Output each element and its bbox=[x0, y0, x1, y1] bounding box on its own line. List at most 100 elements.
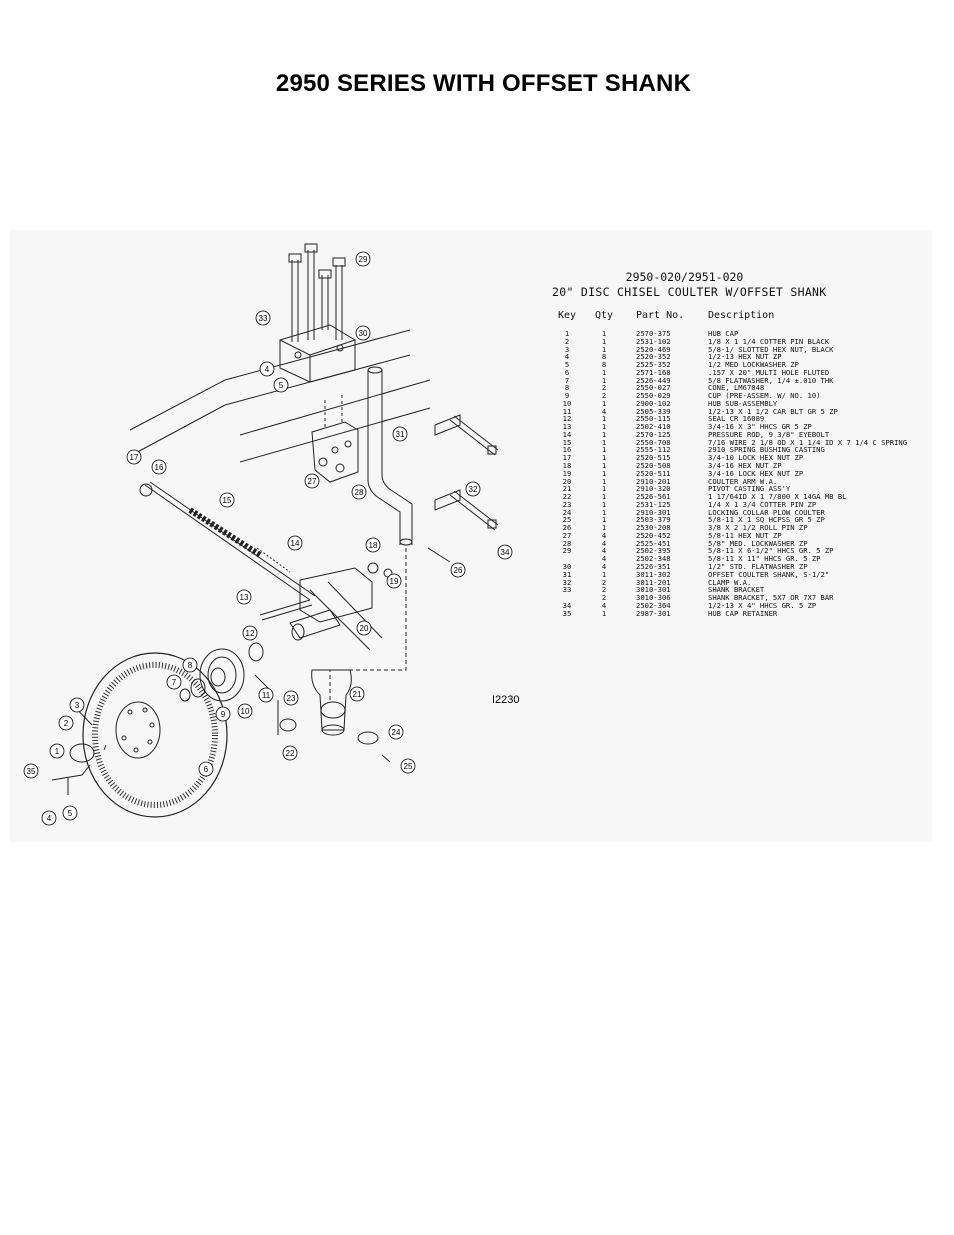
row-part-no: 2555-112 bbox=[636, 445, 671, 455]
row-part-no: 2531-125 bbox=[636, 499, 671, 509]
row-description: 3/4-16 LOCK HEX NUT ZP bbox=[708, 468, 804, 478]
row-description: 7/16 WIRE 2 1/8 OD X 1 1/4 ID X 7 1/4 C … bbox=[708, 437, 908, 447]
svg-text:11: 11 bbox=[262, 691, 271, 700]
svg-text:29: 29 bbox=[359, 255, 368, 264]
row-key: 4 bbox=[564, 352, 570, 362]
row-description: 1/2-13 X 1 1/2 CAR BLT GR 5 ZP bbox=[708, 406, 838, 416]
row-part-no: 2526-561 bbox=[636, 492, 671, 502]
row-key: 6 bbox=[564, 367, 570, 377]
callout-14: 14 bbox=[287, 535, 303, 551]
row-key: 21 bbox=[562, 484, 572, 494]
row-key: 32 bbox=[562, 577, 572, 587]
row-key: 14 bbox=[562, 429, 572, 439]
row-description: CLAMP W.A. bbox=[708, 577, 752, 587]
row-description: 5/8-11 X 6-1/2" HHCS GR. 5 ZP bbox=[708, 546, 834, 556]
row-part-no: 2502-410 bbox=[636, 422, 671, 432]
row-part-no: 3010-306 bbox=[636, 593, 671, 603]
row-part-no: 2550-029 bbox=[636, 391, 671, 401]
row-key: 7 bbox=[564, 375, 570, 385]
svg-text:5: 5 bbox=[279, 381, 284, 390]
row-key: 15 bbox=[562, 437, 572, 447]
row-description: 3/4-16 X 3" HHCS GR 5 ZP bbox=[708, 422, 812, 432]
row-qty: 1 bbox=[601, 429, 607, 439]
row-key: 17 bbox=[562, 453, 572, 463]
row-part-no: 2525-352 bbox=[636, 360, 671, 370]
row-key: 11 bbox=[562, 406, 572, 416]
svg-text:9: 9 bbox=[221, 710, 226, 719]
callout-32: 32 bbox=[465, 481, 481, 497]
row-description: PIVOT CASTING ASS'Y bbox=[708, 484, 791, 494]
svg-text:26: 26 bbox=[454, 566, 463, 575]
row-description: 5/8-11 X 11" HHCS GR. 5 ZP bbox=[708, 554, 821, 564]
row-key: 18 bbox=[562, 461, 572, 471]
svg-text:32: 32 bbox=[469, 485, 478, 494]
callout-5-upper: 5 bbox=[273, 377, 289, 393]
row-key: 22 bbox=[562, 492, 572, 502]
row-qty: 1 bbox=[601, 329, 607, 338]
row-description: LOCKING COLLAR PLOW COULTER bbox=[708, 507, 825, 517]
row-part-no: 2505-339 bbox=[636, 406, 671, 416]
row-part-no: 2910-201 bbox=[636, 476, 671, 486]
callout-16: 16 bbox=[151, 459, 167, 475]
row-description: 2910 SPRING BUSHING CASTING bbox=[708, 445, 825, 455]
row-qty: 2 bbox=[601, 593, 607, 603]
row-part-no: 2550-027 bbox=[636, 383, 671, 393]
svg-text:10: 10 bbox=[241, 707, 250, 716]
row-qty: 4 bbox=[601, 406, 607, 416]
row-part-no: 2910-301 bbox=[636, 507, 671, 517]
row-part-no: 2502-364 bbox=[636, 600, 671, 610]
svg-text:13: 13 bbox=[240, 593, 249, 602]
callout-5-lower: 5 bbox=[62, 805, 78, 821]
callout-7: 7 bbox=[166, 674, 182, 690]
row-key: 28 bbox=[562, 538, 572, 548]
callout-6: 6 bbox=[198, 761, 214, 777]
callout-19: 19 bbox=[386, 573, 402, 589]
row-qty: 4 bbox=[601, 546, 607, 556]
row-description: 5/8 FLATWASHER, 1/4 ±.010 THK bbox=[708, 375, 834, 385]
row-qty: 2 bbox=[601, 391, 607, 401]
row-key: 13 bbox=[562, 422, 572, 432]
callout-20: 20 bbox=[356, 620, 372, 636]
svg-text:19: 19 bbox=[390, 577, 399, 586]
row-qty: 1 bbox=[601, 422, 607, 432]
row-part-no: 2900-102 bbox=[636, 398, 671, 408]
row-description: 3/4-16 HEX NUT ZP bbox=[708, 461, 782, 471]
row-qty: 1 bbox=[601, 476, 607, 486]
row-qty: 1 bbox=[601, 367, 607, 377]
row-key: 26 bbox=[562, 523, 572, 533]
row-key: 5 bbox=[564, 360, 570, 370]
row-description: 5/8-11 X 1 SQ HCPSS GR 5 ZP bbox=[708, 515, 825, 525]
svg-text:17: 17 bbox=[130, 453, 139, 462]
row-part-no: 2571-168 bbox=[636, 367, 671, 377]
row-part-no: 2503-379 bbox=[636, 515, 671, 525]
row-qty: 1 bbox=[601, 336, 607, 346]
callout-34: 34 bbox=[497, 544, 513, 560]
row-qty: 1 bbox=[601, 453, 607, 463]
row-qty: 4 bbox=[601, 538, 607, 548]
row-key: 24 bbox=[562, 507, 572, 517]
row-key: 12 bbox=[562, 414, 572, 424]
row-part-no: 2520-452 bbox=[636, 530, 671, 540]
row-qty: 1 bbox=[601, 468, 607, 478]
row-description: 1/2" STD. FLATWASHER ZP bbox=[708, 561, 808, 571]
row-description: 1 17/64ID X 1 7/800 X 14GA MB BL bbox=[708, 492, 847, 502]
callout-1: 1 bbox=[49, 743, 65, 759]
row-qty: 4 bbox=[601, 554, 607, 564]
callout-4-upper: 4 bbox=[259, 361, 275, 377]
row-description: CONE, LM67048 bbox=[708, 383, 765, 393]
svg-text:25: 25 bbox=[404, 762, 413, 771]
row-key: 29 bbox=[562, 546, 572, 556]
row-description: OFFSET COULTER SHANK, S-1/2" bbox=[708, 569, 830, 579]
svg-text:33: 33 bbox=[259, 314, 268, 323]
svg-text:12: 12 bbox=[246, 629, 255, 638]
